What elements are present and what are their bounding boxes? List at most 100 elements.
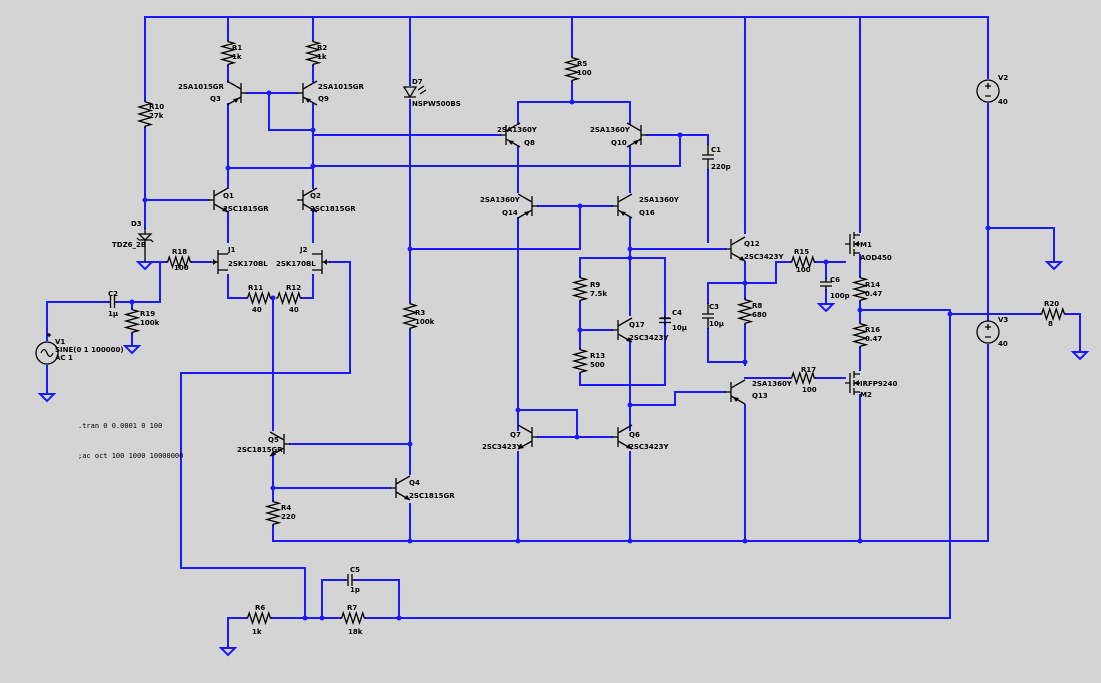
r8-ref-label: R8 bbox=[752, 302, 762, 310]
q17-value-label: 2SC3423Y bbox=[629, 334, 670, 342]
transistor-q12[interactable] bbox=[725, 236, 746, 262]
r17-ref-label: R17 bbox=[801, 366, 816, 374]
resistor-r9[interactable] bbox=[571, 276, 589, 302]
resistor-r14[interactable] bbox=[851, 276, 869, 302]
capacitor-c5[interactable] bbox=[345, 574, 355, 586]
r16-ref-label: R16 bbox=[865, 326, 880, 334]
transistor-q1[interactable] bbox=[208, 187, 229, 213]
q8-ref-label: Q8 bbox=[524, 139, 535, 147]
resistor-r15[interactable] bbox=[790, 254, 816, 270]
r20-value-label: 8 bbox=[1048, 320, 1053, 328]
q8-value-label: 2SA1360Y bbox=[497, 126, 538, 134]
capacitor-c3[interactable] bbox=[702, 303, 714, 329]
led-d7[interactable] bbox=[402, 85, 427, 99]
d7-value-label: NSPW500BS bbox=[412, 100, 461, 108]
spice-directive[interactable]: ;ac oct 100 1000 10000000 bbox=[78, 452, 183, 460]
q7-ref-label: Q7 bbox=[510, 431, 521, 439]
r12-value-label: 40 bbox=[289, 306, 299, 314]
junction-dots bbox=[129, 90, 991, 621]
q16-value-label: 2SA1360Y bbox=[639, 196, 680, 204]
transistor-q10[interactable] bbox=[626, 122, 647, 148]
voltage-source-v2[interactable] bbox=[976, 79, 1000, 103]
resistor-r7[interactable] bbox=[340, 610, 366, 626]
resistor-r13[interactable] bbox=[571, 348, 589, 374]
q7-value-label: 2SC3423Y bbox=[482, 443, 523, 451]
capacitor-c1[interactable] bbox=[702, 144, 714, 170]
transistor-q6[interactable] bbox=[612, 424, 633, 450]
q13-value-label: 2SA1360Y bbox=[752, 380, 793, 388]
c5-value-label: 1p bbox=[350, 586, 360, 594]
capacitor-c6[interactable] bbox=[820, 278, 832, 290]
resistor-r19[interactable] bbox=[123, 308, 141, 334]
r6-ref-label: R6 bbox=[255, 604, 265, 612]
j2-value-label: 2SK170BL bbox=[276, 260, 316, 268]
m2-ref-label: M2 bbox=[860, 391, 872, 399]
jfet-j2[interactable] bbox=[312, 250, 330, 274]
transistor-q17[interactable] bbox=[612, 317, 633, 343]
r2-ref-label: R2 bbox=[317, 44, 327, 52]
resistor-r16[interactable] bbox=[851, 322, 869, 348]
jfet-j1[interactable] bbox=[210, 250, 228, 274]
q6-ref-label: Q6 bbox=[629, 431, 640, 439]
q4-ref-label: Q4 bbox=[409, 479, 420, 487]
capacitor-c2[interactable] bbox=[108, 296, 117, 308]
resistor-r17[interactable] bbox=[790, 370, 816, 386]
resistor-r5[interactable] bbox=[563, 56, 581, 82]
v3-ref-label: V3 bbox=[998, 316, 1008, 324]
q2-value-label: 2SC1815GR bbox=[310, 205, 356, 213]
voltage-source-v3[interactable] bbox=[976, 320, 1000, 344]
r20-ref-label: R20 bbox=[1044, 300, 1059, 308]
r8-value-label: 680 bbox=[752, 311, 767, 319]
mosfet-m2[interactable] bbox=[845, 371, 860, 395]
q5-ref-label: Q5 bbox=[268, 436, 279, 444]
resistor-r20[interactable] bbox=[1040, 306, 1066, 322]
transistor-q9[interactable] bbox=[297, 80, 318, 106]
r16-value-label: 0.47 bbox=[865, 335, 882, 343]
resistor-r2[interactable] bbox=[304, 40, 322, 66]
mosfet-m1[interactable] bbox=[845, 232, 860, 256]
transistor-q8[interactable] bbox=[500, 122, 521, 148]
resistor-r18[interactable] bbox=[166, 254, 192, 270]
resistor-r1[interactable] bbox=[219, 40, 237, 66]
transistor-q14[interactable] bbox=[517, 193, 538, 219]
transistor-q3[interactable] bbox=[226, 80, 247, 106]
m2-value-label: IRFP9240 bbox=[860, 380, 898, 388]
q10-ref-label: Q10 bbox=[611, 139, 627, 147]
resistor-r6[interactable] bbox=[246, 610, 272, 626]
r3-value-label: 100k bbox=[415, 318, 435, 326]
resistor-r12[interactable] bbox=[276, 290, 302, 306]
transistor-q4[interactable] bbox=[390, 475, 411, 501]
resistor-r4[interactable] bbox=[264, 500, 282, 526]
transistor-q16[interactable] bbox=[612, 193, 633, 219]
r5-ref-label: R5 bbox=[577, 60, 587, 68]
q3-value-label: 2SA1015GR bbox=[178, 83, 225, 91]
v2-ref-label: V2 bbox=[998, 74, 1008, 82]
r14-value-label: 0.47 bbox=[865, 290, 882, 298]
r13-value-label: 500 bbox=[590, 361, 605, 369]
d3-ref-label: D3 bbox=[131, 220, 142, 228]
transistor-q13[interactable] bbox=[725, 379, 746, 405]
transistor-q7[interactable] bbox=[517, 424, 538, 450]
d3-value-label: TDZ6_2B bbox=[112, 241, 146, 249]
v2-value-label: 40 bbox=[998, 98, 1008, 106]
r19-ref-label: R19 bbox=[140, 310, 155, 318]
voltage-source-v1[interactable] bbox=[35, 333, 59, 365]
resistor-r10[interactable] bbox=[136, 100, 154, 128]
resistor-r11[interactable] bbox=[246, 290, 272, 306]
c4-value-label: 10µ bbox=[672, 324, 687, 332]
zener-diode-d3[interactable] bbox=[136, 228, 154, 262]
transistor-q2[interactable] bbox=[297, 187, 318, 213]
transistor-q5[interactable] bbox=[269, 431, 290, 457]
resistor-r8[interactable] bbox=[736, 298, 754, 325]
resistor-r3[interactable] bbox=[401, 302, 419, 330]
r18-value-label: 100 bbox=[174, 264, 189, 272]
q13-ref-label: Q13 bbox=[752, 392, 768, 400]
q5-value-label: 2SC1815GR bbox=[237, 446, 283, 454]
spice-directive[interactable]: .tran 0 0.0001 0 100 bbox=[78, 422, 162, 430]
r14-ref-label: R14 bbox=[865, 281, 880, 289]
r13-ref-label: R13 bbox=[590, 352, 605, 360]
r9-ref-label: R9 bbox=[590, 281, 600, 289]
q6-value-label: 2SC3423Y bbox=[629, 443, 670, 451]
